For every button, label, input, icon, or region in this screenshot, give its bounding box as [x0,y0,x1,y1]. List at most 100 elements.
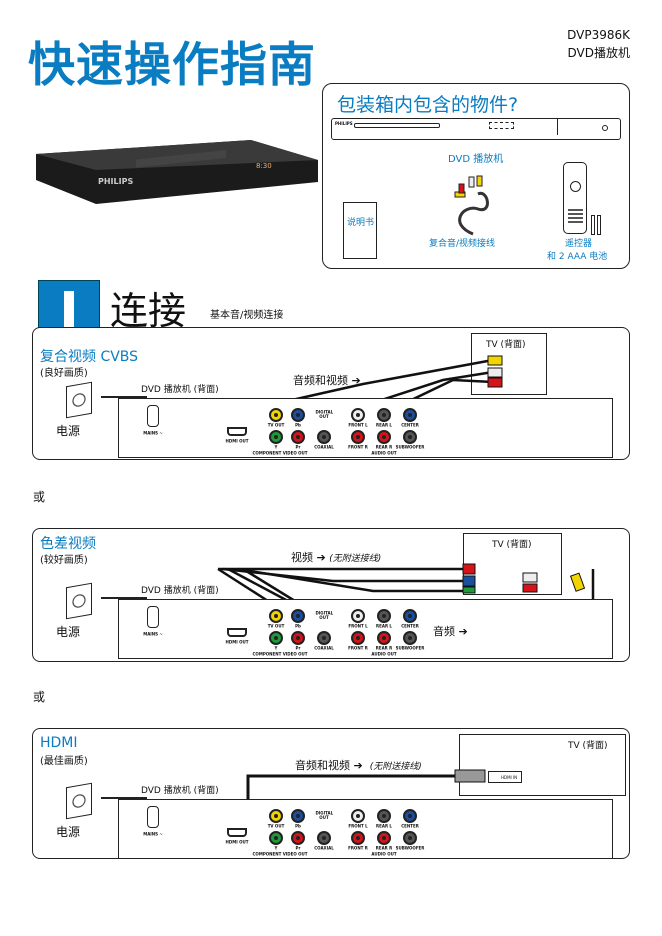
port-label: COMPONENT VIDEO OUT [252,652,308,657]
port-label: TV OUT [267,824,285,829]
panel-subtitle: (良好画质) [40,368,88,379]
philips-logo: PHILIPS [98,177,133,186]
arrow-right-icon: ➔ [316,551,326,564]
port-front-r [351,631,365,645]
mains-socket [147,606,159,628]
port-label: COAXIAL [314,445,334,450]
hdmi-port [227,628,247,637]
port-rear-r [377,831,391,845]
port-front-l [351,809,365,823]
port-label: REAR R [375,846,393,851]
section-title: 连接 [110,289,187,333]
battery-icon [597,215,601,235]
port-label: COMPONENT VIDEO OUT [252,852,308,857]
tv-label: TV (背面) [492,540,532,550]
port-sub [403,831,417,845]
hdmi-port [227,427,247,436]
tv-hdmi-port: HDMI IN [488,771,522,783]
panel-title: HDMI [40,735,78,751]
port-coaxial [317,631,331,645]
port-label: Pr [295,846,301,851]
mains-socket [147,806,159,828]
panel-title: 色差视频 [40,536,96,552]
mains-socket [147,405,159,427]
player-label: DVD 播放机 [448,154,504,165]
port-center [403,408,417,422]
port-label: REAR L [376,423,392,428]
svg-text:8:30: 8:30 [256,162,272,170]
port-center [403,609,417,623]
port-label: Pr [295,646,301,651]
port-y [269,430,283,444]
port-label: TV OUT [267,624,285,629]
port-rear-l [377,809,391,823]
port-label: AUDIO OUT [371,451,397,456]
panel-hdmi: HDMI (最佳画质) 音频和视频 ➔ (无附送接线) TV (背面) HDMI… [32,728,630,859]
port-label: Y [274,646,278,651]
port-label: AUDIO OUT [371,652,397,657]
philips-logo: PHILIPS [335,121,353,126]
port-label: HDMI OUT [225,840,249,845]
port-label: Y [274,846,278,851]
port-label: SUBWOOFER [395,846,425,851]
product-name: DVD播放机 [567,46,630,60]
port-label: FRONT R [348,445,368,450]
player-front-drawing: PHILIPS [331,118,621,140]
port-label: HDMI OUT [225,640,249,645]
port-rear-l [377,609,391,623]
box-contents-panel: 包装箱内包含的物件? PHILIPS DVD 播放机 说明书 复合音/视频接线 … [322,83,630,269]
port-label: Pb [295,423,301,428]
port-sub [403,631,417,645]
box-contents-title: 包装箱内包含的物件? [337,94,519,116]
tv-label: TV (背面) [568,741,608,751]
port-label: REAR L [376,824,392,829]
tv-rear: TV (背面) HDMI IN [459,734,626,796]
rear-panel-label: DVD 播放机 (背面) [141,385,219,395]
port-label: REAR L [376,624,392,629]
port-tv-out [269,809,283,823]
port-label: MAINS ~ [143,632,163,637]
port-label: SUBWOOFER [395,646,425,651]
port-pr [291,430,305,444]
port-coaxial [317,831,331,845]
power-label: 电源 [56,825,81,839]
panel-component: 色差视频 (较好画质) 视频 ➔ (无附送接线) 音频 ➔ TV (背面) 电源… [32,528,630,662]
cable-label: 视频 ➔ (无附送接线) [291,551,382,564]
cable-label: 复合音/视频接线 [429,239,496,249]
port-tv-out [269,408,283,422]
batteries-label: 和 2 AAA 电池 [547,252,608,262]
power-outlet-icon [66,782,92,820]
or-label: 或 [33,490,46,504]
hdmi-port [227,828,247,837]
page-title: 快速操作指南 [28,38,316,93]
arrow-right-icon: ➔ [458,625,468,638]
manual-drawing: 说明书 [343,202,377,259]
port-label: Pr [295,445,301,450]
arrow-right-icon: ➔ [353,759,363,772]
port-label: FRONT R [348,846,368,851]
dvd-player-image: PHILIPS 8:30 [36,140,318,204]
cable-label: 音频和视频 ➔ [293,374,361,387]
remote-label: 遥控器 [565,239,593,249]
port-label: Pb [295,624,301,629]
port-front-r [351,831,365,845]
port-label: FRONT L [348,423,368,428]
port-label: TV OUT [267,423,285,428]
remote-drawing [563,162,587,234]
port-rear-l [377,408,391,422]
port-label: COAXIAL [314,846,334,851]
port-coaxial [317,430,331,444]
arrow-right-icon: ➔ [351,374,361,387]
port-label: FRONT L [348,824,368,829]
port-label: MAINS ~ [143,431,163,436]
power-outlet-icon [66,381,92,419]
port-center [403,809,417,823]
port-label: FRONT L [348,624,368,629]
port-sub [403,430,417,444]
port-front-r [351,430,365,444]
port-label: CENTER [401,624,419,629]
port-pr [291,831,305,845]
port-label: MAINS ~ [143,832,163,837]
battery-icon [591,215,595,235]
